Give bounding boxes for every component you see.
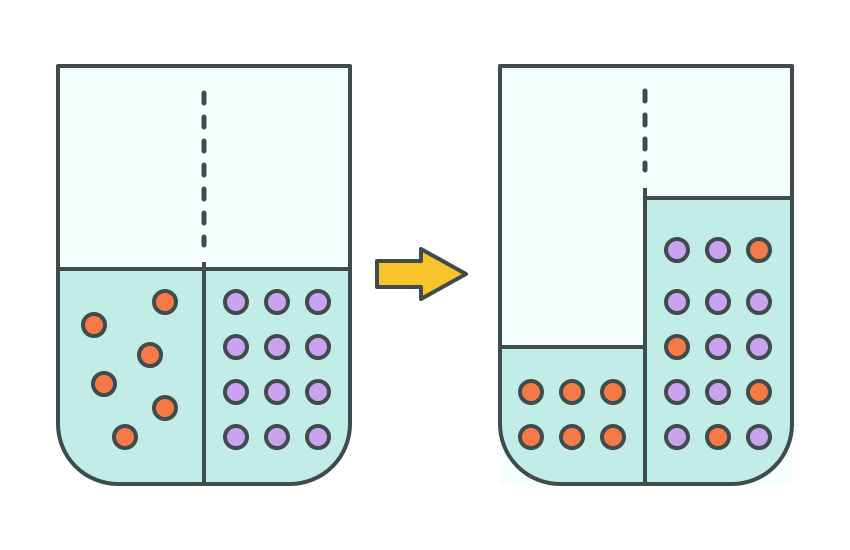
solvent-particle xyxy=(664,424,690,450)
solute-particle xyxy=(559,379,585,405)
beaker-before-outline xyxy=(56,64,352,486)
solvent-particle xyxy=(664,379,690,405)
solute-particle xyxy=(518,424,544,450)
solvent-particle xyxy=(664,237,690,263)
solvent-particle xyxy=(305,379,331,405)
solvent-particle xyxy=(705,237,731,263)
solute-particle xyxy=(705,424,731,450)
solvent-particle xyxy=(223,424,249,450)
solvent-particle xyxy=(264,289,290,315)
solvent-particle xyxy=(305,334,331,360)
solvent-particle xyxy=(264,379,290,405)
solvent-particle xyxy=(305,424,331,450)
solute-particle xyxy=(137,342,163,368)
solvent-particle xyxy=(746,424,772,450)
solvent-particle xyxy=(746,334,772,360)
beaker-before-particles xyxy=(81,289,331,450)
solvent-particle xyxy=(223,289,249,315)
solute-particle xyxy=(746,237,772,263)
solute-particle xyxy=(746,379,772,405)
solvent-particle xyxy=(223,379,249,405)
beaker-after-particles xyxy=(518,237,772,450)
solvent-particle xyxy=(746,289,772,315)
beaker-before xyxy=(56,64,352,486)
solute-particle xyxy=(152,395,178,421)
solute-particle xyxy=(559,424,585,450)
solvent-particle xyxy=(264,424,290,450)
beaker-after-outline xyxy=(498,64,794,486)
beaker-after xyxy=(498,64,794,486)
solute-particle xyxy=(91,371,117,397)
solvent-particle xyxy=(705,379,731,405)
beaker-after-left-liquid xyxy=(500,347,645,484)
solute-particle xyxy=(152,289,178,315)
solvent-particle xyxy=(305,289,331,315)
solvent-particle xyxy=(264,334,290,360)
solute-particle xyxy=(600,379,626,405)
solute-particle xyxy=(518,379,544,405)
solute-particle xyxy=(600,424,626,450)
solvent-particle xyxy=(664,289,690,315)
solute-particle xyxy=(664,334,690,360)
solute-particle xyxy=(81,312,107,338)
solvent-particle xyxy=(223,334,249,360)
solute-particle xyxy=(112,424,138,450)
solvent-particle xyxy=(705,334,731,360)
solvent-particle xyxy=(705,289,731,315)
right-arrow-icon xyxy=(375,247,468,301)
